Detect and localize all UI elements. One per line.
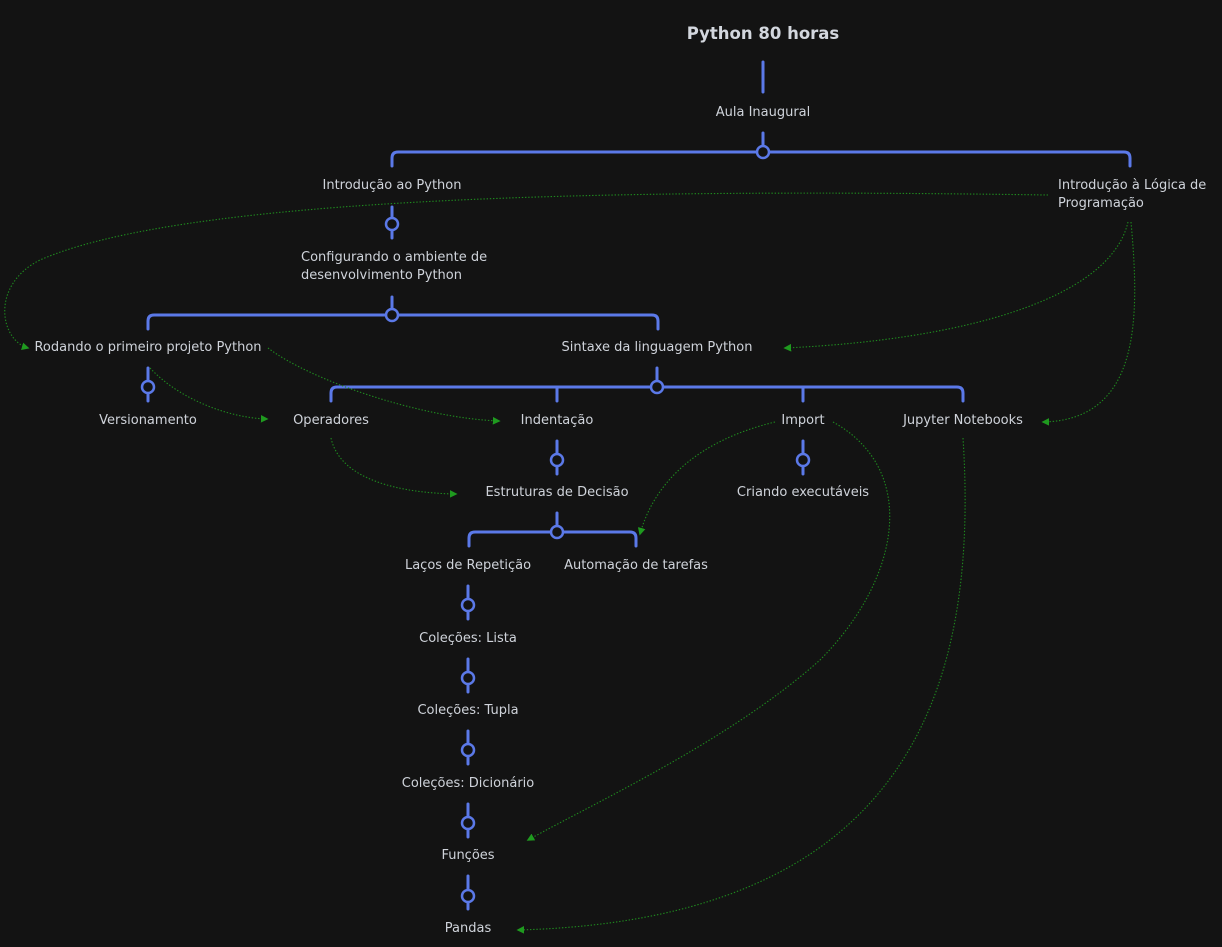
topic-versionamento[interactable]: Versionamento: [99, 413, 197, 428]
branch-knob-import[interactable]: [795, 452, 811, 468]
branch-sintaxe-bracket: [329, 385, 965, 403]
topic-jupyter[interactable]: Jupyter Notebooks: [903, 413, 1023, 428]
topic-criando-executaveis[interactable]: Criando executáveis: [736, 485, 870, 500]
branch-knob-tupla[interactable]: [460, 742, 476, 758]
topic-automacao-tarefas[interactable]: Automação de tarefas: [564, 558, 708, 573]
relationship-logica-to-jupyter[interactable]: [1041, 221, 1136, 426]
branch-knob-indentacao[interactable]: [549, 452, 565, 468]
topic-lacos-repeticao[interactable]: Laços de Repetição: [404, 558, 532, 573]
relationship-rodando-to-indentacao[interactable]: [267, 347, 501, 425]
relationship-import-to-automacao[interactable]: [637, 421, 776, 536]
relationship-import-to-funcoes[interactable]: [526, 421, 891, 841]
relationship-operadores-to-estruturas[interactable]: [330, 437, 458, 498]
topic-pandas[interactable]: Pandas: [444, 921, 492, 936]
topic-operadores[interactable]: Operadores: [293, 413, 369, 428]
relationship-logica-to-rodando[interactable]: [4, 192, 1049, 350]
branch-knob-lista[interactable]: [460, 670, 476, 686]
topic-import[interactable]: Import: [781, 413, 825, 428]
branch-knob-rodando[interactable]: [140, 379, 156, 395]
topic-configurando-ambiente[interactable]: Configurando o ambiente de desenvolvimen…: [301, 250, 488, 283]
topic-colecoes-dicionario[interactable]: Coleções: Dicionário: [401, 776, 535, 791]
branch-knob-dicionario[interactable]: [460, 815, 476, 831]
branch-knob-estruturas[interactable]: [549, 524, 565, 540]
relationship-rodando-to-operadores[interactable]: [149, 367, 269, 423]
topic-indentacao[interactable]: Indentação: [520, 413, 594, 428]
topic-aula-inaugural[interactable]: Aula Inaugural: [715, 105, 811, 120]
relationship-jupyter-to-pandas[interactable]: [516, 437, 966, 934]
topic-funcoes[interactable]: Funções: [441, 848, 495, 863]
branch-knob-intro-python[interactable]: [384, 216, 400, 232]
branch-config-bracket: [146, 313, 660, 331]
topic-rodando-primeiro-projeto[interactable]: Rodando o primeiro projeto Python: [34, 340, 262, 355]
topic-sintaxe[interactable]: Sintaxe da linguagem Python: [561, 340, 753, 355]
relationship-logica-to-sintaxe[interactable]: [783, 221, 1129, 352]
topic-estruturas-decisao[interactable]: Estruturas de Decisão: [485, 485, 629, 500]
branch-knob-sintaxe[interactable]: [649, 379, 665, 395]
branch-knob-funcoes[interactable]: [460, 888, 476, 904]
branch-knob-lacos[interactable]: [460, 597, 476, 613]
topic-introducao-logica[interactable]: Introdução à Lógica de Programação: [1058, 178, 1207, 211]
branch-knob-aula-inaugural[interactable]: [755, 144, 771, 160]
topic-colecoes-lista[interactable]: Coleções: Lista: [419, 631, 517, 646]
topic-introducao-python[interactable]: Introdução ao Python: [322, 178, 462, 193]
topic-colecoes-tupla[interactable]: Coleções: Tupla: [417, 703, 519, 718]
branch-knob-config[interactable]: [384, 307, 400, 323]
root-topic[interactable]: Python 80 horas: [686, 24, 840, 43]
